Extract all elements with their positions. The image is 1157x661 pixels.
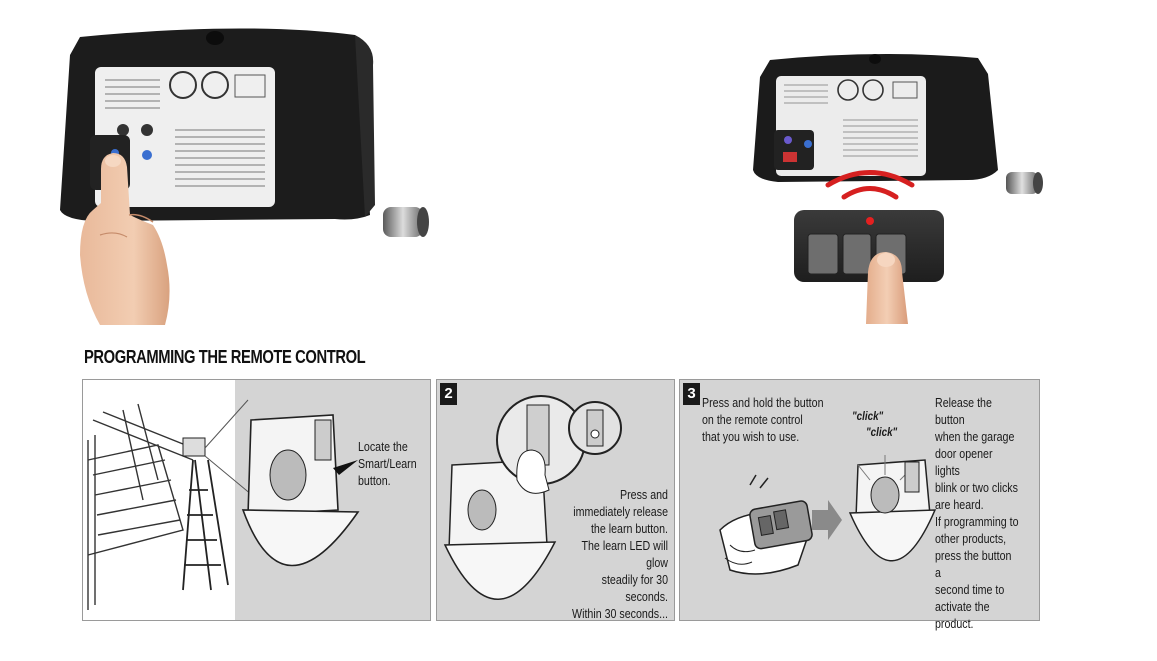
step-2-illustration — [443, 395, 622, 600]
step-3-panel: 3 "click" "click" Press and hold the but… — [679, 379, 1040, 631]
step-2-panel: 2 Press and immediately release the lear… — [436, 379, 675, 621]
step-3-click-2: "click" — [866, 425, 898, 439]
step-1-panel: 1 Locate the Smart/Learn bu — [82, 379, 431, 621]
step-3-text-right: Release the button when the garage door … — [935, 395, 1019, 631]
step-3-text-left: Press and hold the button on the remote … — [702, 395, 824, 444]
step-2-text: Press and immediately release the learn … — [572, 487, 668, 621]
opener-learn-button-photo — [55, 25, 440, 325]
step-3-click-1: "click" — [852, 409, 884, 423]
opener-remote-photo — [748, 52, 1048, 324]
step-3-number: 3 — [683, 383, 700, 405]
step-3-illustration — [719, 455, 937, 575]
section-heading: PROGRAMMING THE REMOTE CONTROL — [84, 347, 366, 367]
step-2-number: 2 — [440, 383, 457, 405]
step-1-text: Locate the Smart/Learn button. — [358, 439, 417, 488]
step-1-illustration — [83, 380, 360, 620]
